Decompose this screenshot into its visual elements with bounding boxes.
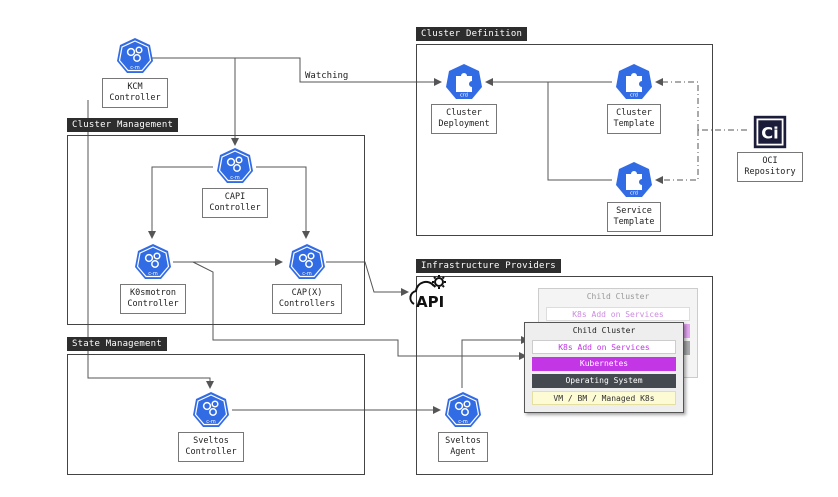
- cluster-template-node: crd Cluster Template: [584, 62, 684, 134]
- crd-puzzle-icon: crd: [616, 64, 652, 99]
- controller-manager-icon: c-m: [193, 392, 229, 427]
- service-template-node: crd Service Template: [584, 160, 684, 232]
- svg-text:crd: crd: [630, 93, 638, 99]
- cluster-definition-title: Cluster Definition: [416, 27, 528, 41]
- sveltos-controller-node: c-m Sveltos Controller: [161, 390, 261, 462]
- edge-capi-k0smotron: [148, 166, 213, 239]
- edge-kcm-watching: [235, 57, 442, 86]
- svg-text:c-m: c-m: [230, 175, 240, 181]
- child-cluster-back-title: Child Cluster: [586, 292, 650, 301]
- kcm-controller-label: KCM Controller: [102, 78, 168, 108]
- cluster-template-label: Cluster Template: [606, 104, 662, 134]
- svg-text:API: API: [416, 293, 444, 310]
- cluster-deployment-node: crd Cluster Deployment: [414, 62, 514, 134]
- child-cluster-back-addons: K8s Add on Services: [546, 307, 690, 321]
- oci-repository-label: OCI Repository: [737, 152, 803, 182]
- edge-kcm-sveltos: [87, 100, 214, 389]
- child-cluster-os: Operating System: [532, 374, 676, 388]
- child-cluster-addons: K8s Add on Services: [532, 340, 676, 354]
- oci-repository-node: Ci OCI Repository: [720, 114, 820, 182]
- edge-agent-child: [461, 336, 529, 388]
- kcm-controller-node: c-m KCM Controller: [85, 36, 185, 108]
- controller-manager-icon: c-m: [117, 38, 153, 73]
- edge-oci-cluster-template: [655, 78, 699, 130]
- sveltos-agent-node: c-m Sveltos Agent: [413, 390, 513, 462]
- capi-controller-node: c-m CAPI Controller: [185, 146, 285, 218]
- controller-manager-icon: c-m: [217, 148, 253, 183]
- edge-oci-service-template: [655, 130, 699, 184]
- svg-text:Ci: Ci: [761, 123, 778, 142]
- service-template-label: Service Template: [606, 202, 662, 232]
- k0smotron-controller-node: c-m K0smotron Controller: [103, 242, 203, 314]
- child-cluster-front-title: Child Cluster: [572, 326, 636, 335]
- svg-text:c-m: c-m: [206, 419, 216, 425]
- controller-manager-icon: c-m: [135, 244, 171, 279]
- watching-label: Watching: [305, 71, 349, 81]
- sveltos-agent-label: Sveltos Agent: [438, 432, 488, 462]
- controller-manager-icon: c-m: [289, 244, 325, 279]
- cluster-management-box: [67, 135, 365, 325]
- infrastructure-providers-box: [416, 276, 713, 475]
- svg-text:c-m: c-m: [148, 271, 158, 277]
- svg-text:crd: crd: [460, 93, 468, 99]
- child-cluster-infra: VM / BM / Managed K8s: [532, 391, 676, 405]
- svg-text:c-m: c-m: [302, 271, 312, 277]
- edge-capx-api: [326, 261, 409, 296]
- k0smotron-controller-label: K0smotron Controller: [120, 284, 186, 314]
- child-cluster-front: Child Cluster K8s Add on Services Kubern…: [524, 322, 684, 413]
- child-cluster-kubernetes: Kubernetes: [532, 357, 676, 371]
- oci-logo-icon: Ci: [753, 115, 787, 149]
- cluster-definition-box: [416, 44, 713, 236]
- infrastructure-providers-title: Infrastructure Providers: [416, 259, 561, 273]
- capi-controller-label: CAPI Controller: [202, 188, 268, 218]
- edge-k0smotron-child: [192, 261, 527, 360]
- cluster-deployment-label: Cluster Deployment: [431, 104, 497, 134]
- cluster-management-title: Cluster Management: [67, 118, 179, 132]
- sveltos-controller-label: Sveltos Controller: [178, 432, 244, 462]
- state-management-title: State Management: [67, 337, 167, 351]
- svg-text:crd: crd: [630, 191, 638, 197]
- api-cloud-icon: API: [409, 275, 446, 310]
- edge-service-deployment: [547, 82, 612, 181]
- crd-puzzle-icon: crd: [616, 162, 652, 197]
- svg-text:c-m: c-m: [458, 419, 468, 425]
- controller-manager-icon: c-m: [445, 392, 481, 427]
- state-management-box: [67, 354, 365, 475]
- capx-controllers-node: c-m CAP(X) Controllers: [257, 242, 357, 314]
- crd-puzzle-icon: crd: [446, 64, 482, 99]
- svg-text:c-m: c-m: [130, 65, 140, 71]
- edge-capi-capx: [256, 166, 310, 239]
- capx-controllers-label: CAP(X) Controllers: [271, 284, 343, 314]
